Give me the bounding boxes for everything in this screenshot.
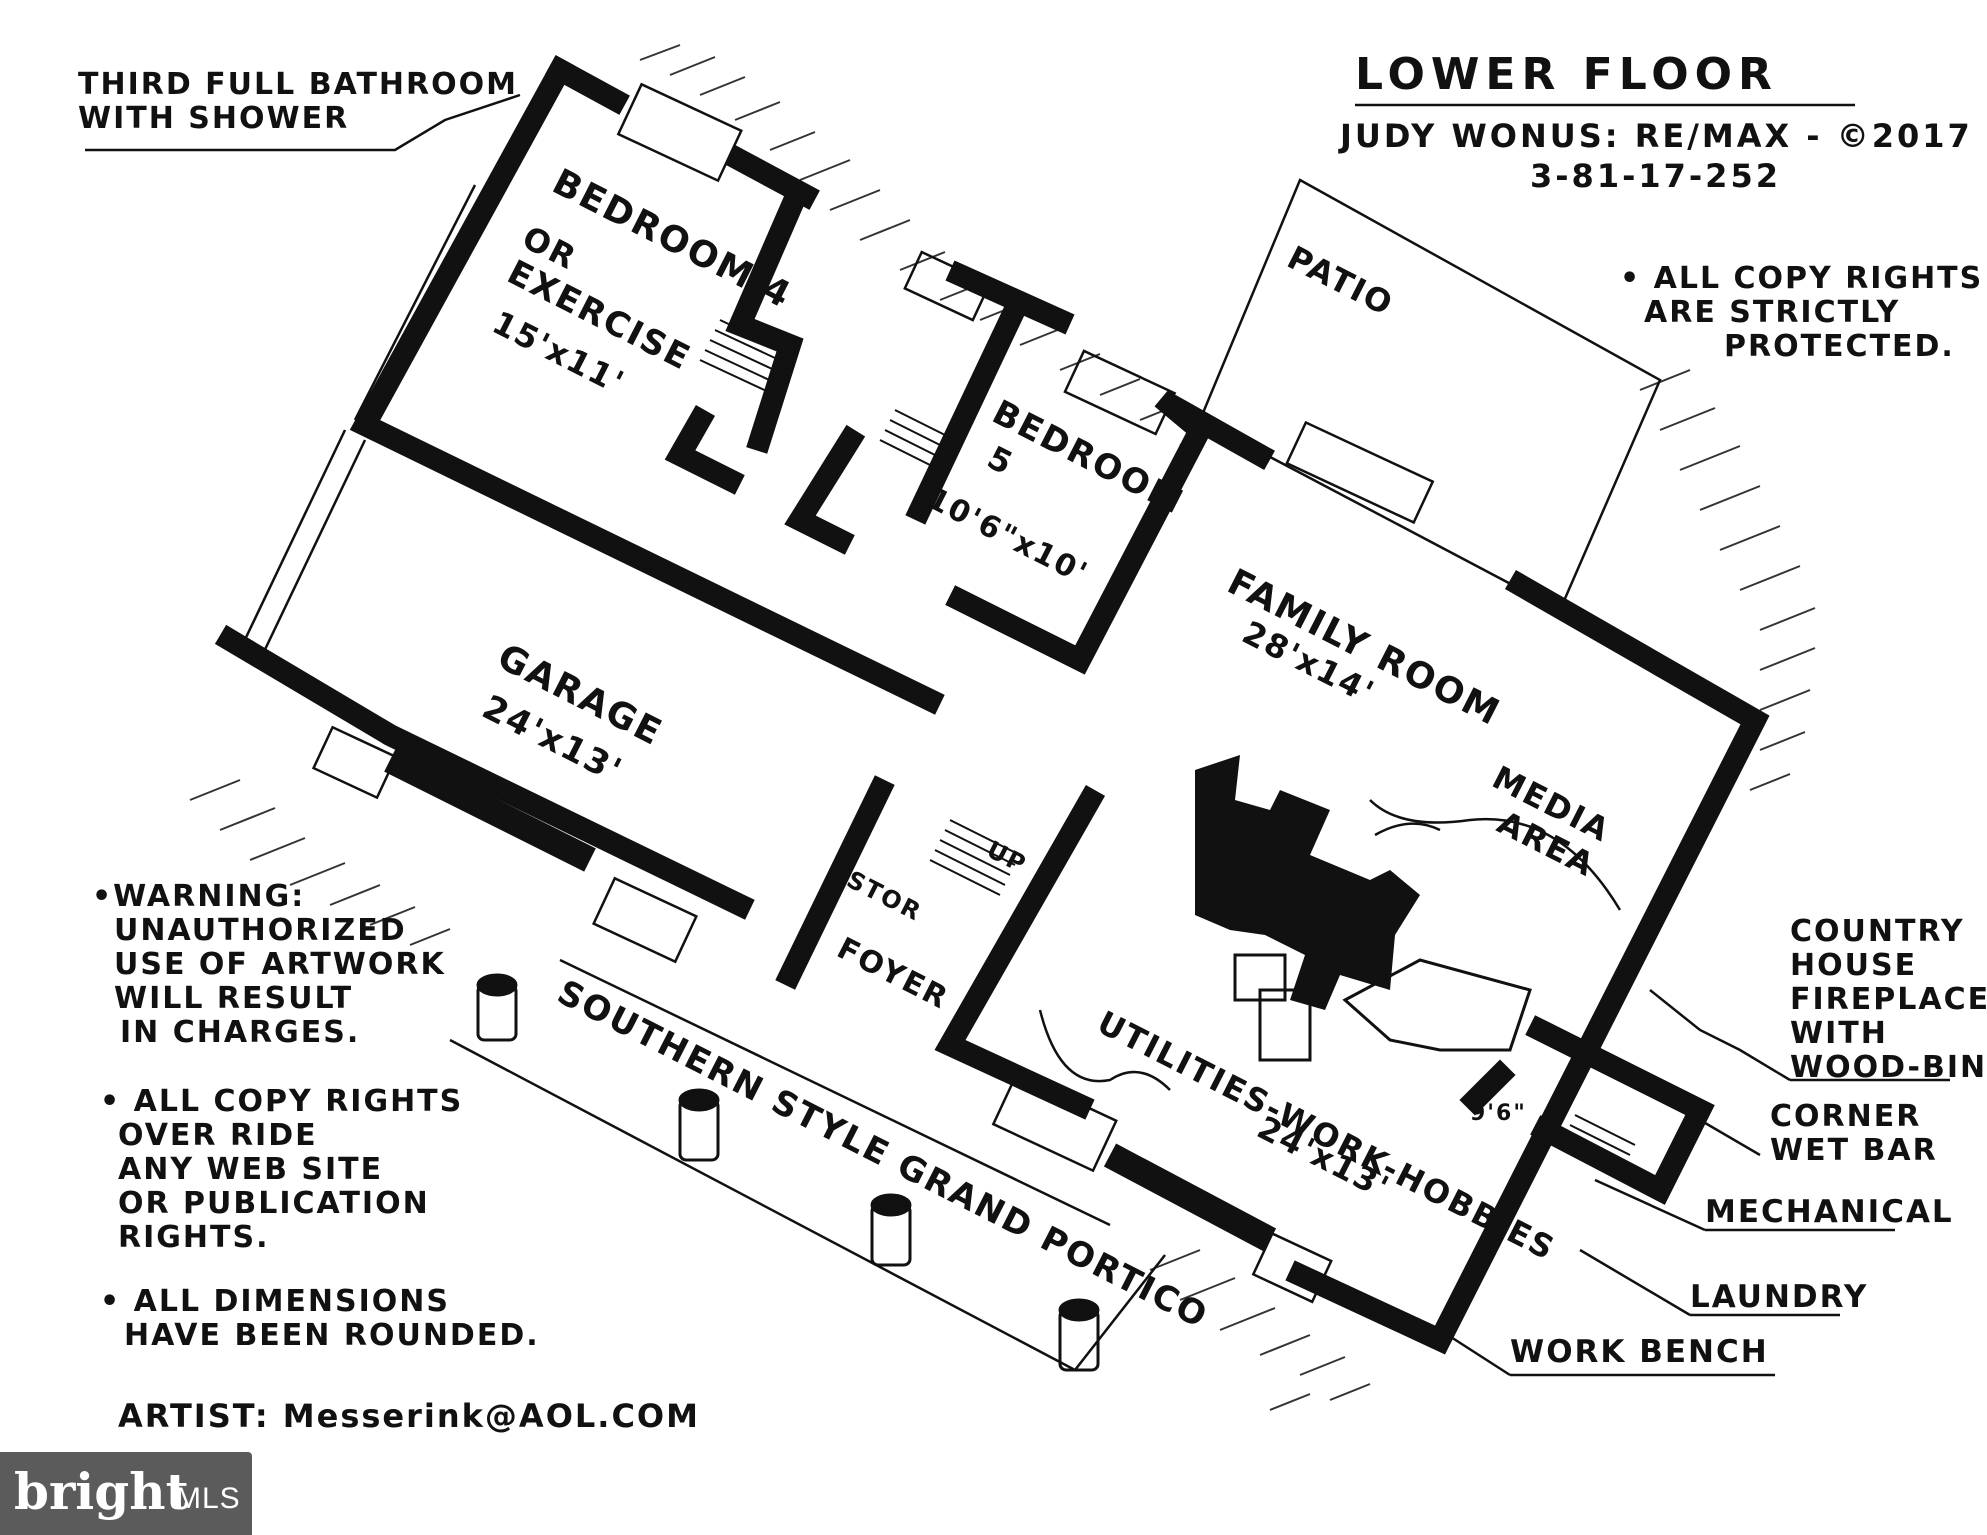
copyright-note: • ALL COPY RIGHTS ARE STRICTLY PROTECTED… <box>1620 262 1983 364</box>
fireplace-line5: WOOD-BIN <box>1790 1050 1987 1085</box>
fireplace-callout: COUNTRY HOUSE FIREPLACE WITH WOOD-BIN <box>1790 915 1987 1085</box>
laundry-callout: LAUNDRY <box>1690 1279 1869 1315</box>
bedroom5-size: 10'6"x10' <box>921 481 1093 592</box>
override-line3: ANY WEB SITE <box>118 1152 384 1187</box>
work-bench-callout: WORK BENCH <box>1510 1334 1769 1370</box>
fireplace-line3: FIREPLACE <box>1790 982 1987 1017</box>
dimensions-line1: • ALL DIMENSIONS <box>100 1284 451 1319</box>
fireplace-line1: COUNTRY <box>1790 914 1965 949</box>
watermark-suffix: MLS <box>176 1482 241 1515</box>
leader-lines <box>85 93 1950 1377</box>
watermark-brand: bright <box>14 1462 189 1521</box>
portico-edges <box>449 958 1166 1372</box>
override-note: • ALL COPY RIGHTS OVER RIDE ANY WEB SITE… <box>100 1085 463 1255</box>
furniture-box <box>1233 953 1287 1002</box>
storage-label: STOR <box>842 865 926 927</box>
furniture-box-2 <box>1258 988 1312 1062</box>
foyer-label: FOYER <box>831 931 954 1017</box>
bright-mls-watermark: bright MLS <box>0 1452 252 1535</box>
dimensions-line2: HAVE BEEN ROUNDED. <box>124 1318 540 1353</box>
bathroom-callout-line2: WITH SHOWER <box>78 101 350 136</box>
warning-line1: •WARNING: <box>92 879 306 914</box>
copyright-note-line1: • ALL COPY RIGHTS <box>1620 261 1984 296</box>
warning-line5: IN CHARGES. <box>120 1015 361 1050</box>
override-line5: RIGHTS. <box>118 1220 270 1255</box>
warning-line4: WILL RESULT <box>114 981 354 1016</box>
small-dimension-label: 9'6" <box>1470 1101 1527 1126</box>
fireplace-line2: HOUSE <box>1790 948 1918 983</box>
stairs <box>699 319 1636 1176</box>
stair-up-label: UP <box>982 835 1031 879</box>
walls <box>214 55 1770 1355</box>
bedroom5-num: 5 <box>981 438 1020 483</box>
copyright-note-line3: PROTECTED. <box>1724 329 1955 364</box>
override-line1: • ALL COPY RIGHTS <box>100 1084 464 1119</box>
wet-bar-callout: CORNER WET BAR <box>1770 1100 1938 1168</box>
portico-columns <box>476 973 1100 1372</box>
front-wall-bars <box>384 748 1277 1252</box>
fireplace-line4: WITH <box>1790 1016 1888 1051</box>
warning-line3: USE OF ARTWORK <box>114 947 446 982</box>
garage-left-edge <box>238 184 477 661</box>
wet-bar-line1: CORNER <box>1770 1099 1922 1134</box>
wet-bar-counter <box>1342 958 1532 1052</box>
credit-line-2: 3-81-17-252 <box>1530 157 1781 195</box>
fireplace-mass <box>1195 755 1420 1010</box>
copyright-note-line2: ARE STRICTLY <box>1644 295 1901 330</box>
room-labels: BEDROOM 4 OR EXERCISE 15'x11' BEDROOM 5 … <box>476 161 1617 1336</box>
bathroom-callout-line1: THIRD FULL BATHROOM <box>78 67 518 102</box>
patio-label: PATIO <box>1281 238 1400 323</box>
override-line2: OVER RIDE <box>118 1118 318 1153</box>
windows <box>311 82 1435 1304</box>
mechanical-callout: MECHANICAL <box>1705 1194 1954 1230</box>
warning-line2: UNAUTHORIZED <box>114 913 407 948</box>
credit-line-1: JUDY WONUS: RE/MAX - ©2017 <box>1340 117 1973 155</box>
override-line4: OR PUBLICATION <box>118 1186 430 1221</box>
floor-title: LOWER FLOOR <box>1355 49 1778 100</box>
wet-bar-line2: WET BAR <box>1770 1133 1938 1168</box>
patio-outline <box>1198 178 1662 612</box>
warning-note: •WARNING: UNAUTHORIZED USE OF ARTWORK WI… <box>92 880 446 1050</box>
bathroom-callout: THIRD FULL BATHROOM WITH SHOWER <box>78 68 518 136</box>
dimensions-note: • ALL DIMENSIONS HAVE BEEN ROUNDED. <box>100 1285 540 1353</box>
artist-credit: ARTIST: Messerink@AOL.COM <box>118 1397 700 1435</box>
utilities-label: UTILITIES-WORK-HOBBIES <box>1091 1003 1561 1268</box>
